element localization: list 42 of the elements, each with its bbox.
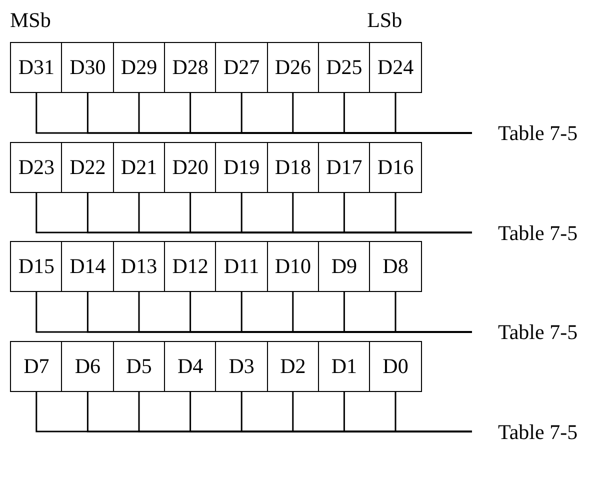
bit-cell: D27 <box>215 42 268 93</box>
leader-line <box>394 192 472 234</box>
bit-cell: D30 <box>61 42 114 93</box>
table-reference: Table 7-5 <box>498 322 578 343</box>
bit-cell: D9 <box>318 241 371 292</box>
msb-marker: MSb <box>10 10 51 31</box>
bit-cell: D11 <box>215 241 268 292</box>
bit-cell: D10 <box>266 241 320 292</box>
bit-cell: D18 <box>266 142 320 192</box>
bit-cell: D28 <box>164 42 217 93</box>
bit-cell: D23 <box>10 142 63 192</box>
bit-cell: D22 <box>61 142 114 192</box>
bit-cell: D4 <box>164 340 217 392</box>
lsb-marker: LSb <box>367 10 402 31</box>
bit-cell: D31 <box>10 42 63 93</box>
bit-cell: D13 <box>112 241 166 292</box>
table-reference: Table 7-5 <box>498 123 578 144</box>
bit-cell: D0 <box>369 340 422 392</box>
bit-cell: D15 <box>10 241 63 292</box>
bit-cell: D20 <box>164 142 217 192</box>
table-reference: Table 7-5 <box>498 422 578 442</box>
bit-cell: D19 <box>215 142 268 192</box>
bit-cell: D2 <box>266 340 320 392</box>
bit-cell: D14 <box>61 241 114 292</box>
leader-line <box>394 392 472 432</box>
bit-cell: D16 <box>369 142 422 192</box>
bit-cell: D8 <box>369 241 422 292</box>
bit-cell: D7 <box>10 340 63 392</box>
bit-cell: D5 <box>112 340 166 392</box>
bit-cell: D12 <box>164 241 217 292</box>
bit-cell: D26 <box>266 42 320 93</box>
bit-cell: D17 <box>318 142 371 192</box>
leader-line <box>394 292 472 333</box>
bit-cell: D25 <box>318 42 371 93</box>
bit-cell: D6 <box>61 340 114 392</box>
bit-cell: D3 <box>215 340 268 392</box>
bit-cell: D1 <box>318 340 371 392</box>
table-reference: Table 7-5 <box>498 222 578 244</box>
bit-cell: D21 <box>112 142 166 192</box>
leader-line <box>394 93 472 134</box>
bit-cell: D29 <box>112 42 166 93</box>
bit-cell: D24 <box>369 42 422 93</box>
